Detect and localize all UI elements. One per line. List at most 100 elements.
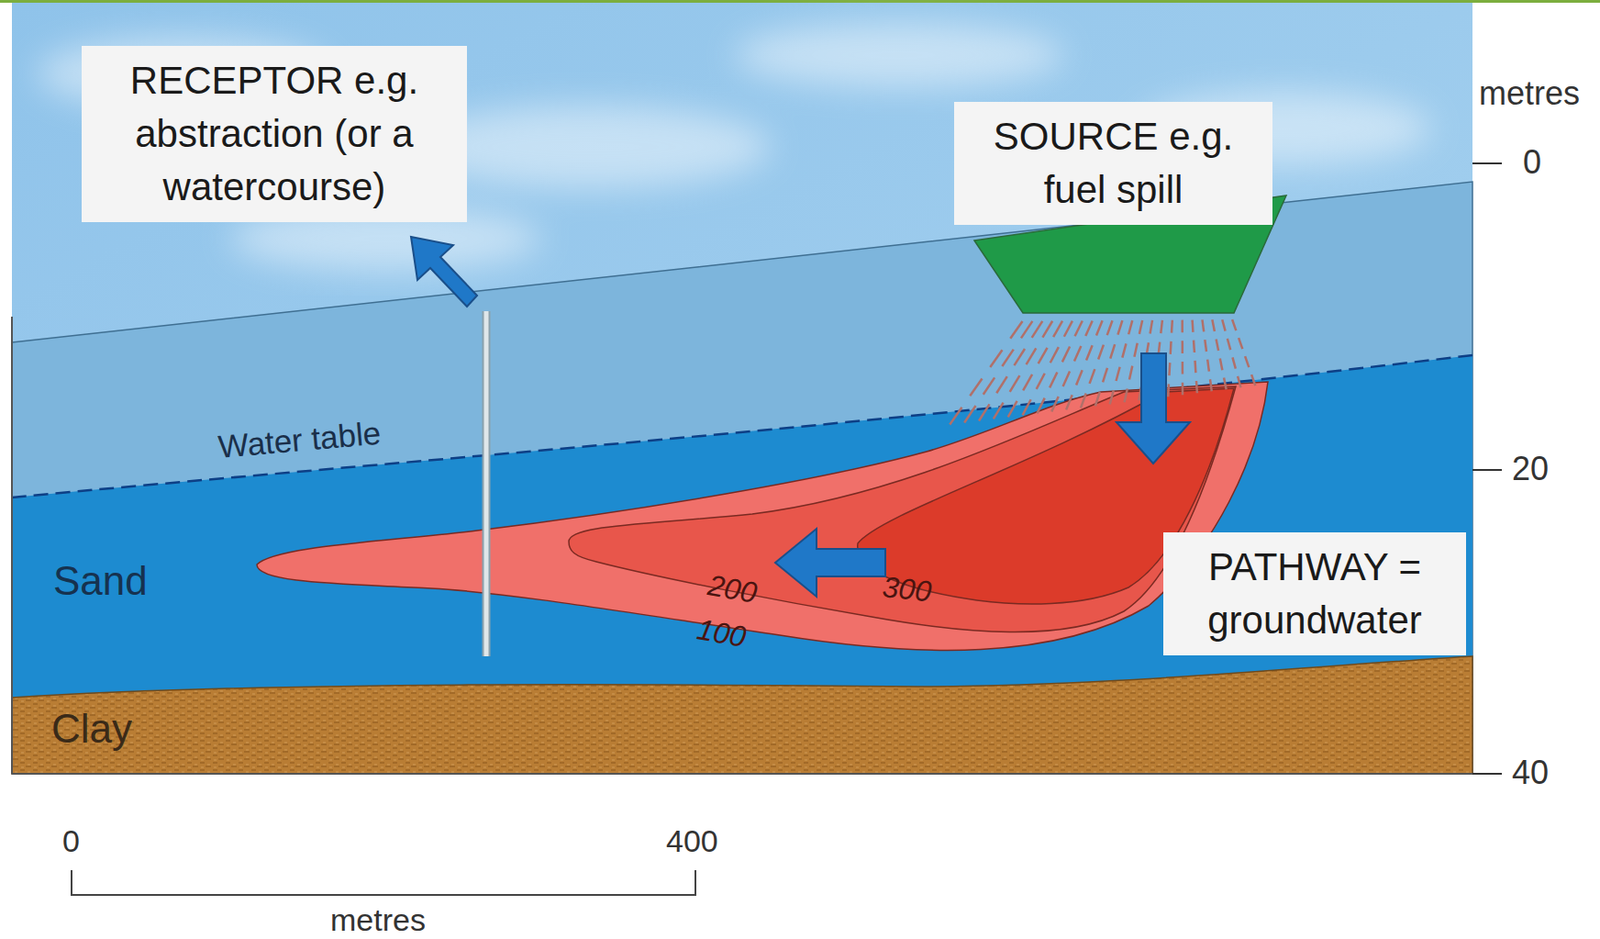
layer-label: Clay: [51, 706, 133, 751]
leak-stroke: [1098, 344, 1104, 360]
leak-stroke: [1051, 396, 1058, 412]
leak-stroke: [1180, 320, 1184, 334]
leak-stroke: [1049, 372, 1057, 389]
leak-stroke: [1238, 337, 1243, 349]
leak-stroke: [1074, 345, 1081, 362]
layer-label: Sand: [53, 558, 148, 603]
leak-hatching: [949, 319, 1256, 424]
abstraction-well-core: [484, 311, 489, 656]
leak-stroke: [996, 376, 1008, 393]
scale-value: 400: [666, 823, 719, 858]
down-arrow: [1116, 353, 1190, 464]
leak-stroke: [1110, 389, 1114, 404]
leak-stroke: [1032, 321, 1044, 338]
leak-stroke: [1193, 360, 1197, 373]
leak-stroke: [1050, 346, 1059, 363]
pathway-box: PATHWAY = groundwater: [1163, 532, 1467, 656]
leak-stroke: [1036, 373, 1045, 389]
leak-stroke: [1216, 338, 1220, 351]
leak-stroke: [1013, 348, 1025, 366]
leak-stroke: [1211, 319, 1215, 332]
depth-tick: 0: [1522, 144, 1542, 181]
sky: [11, 2, 1473, 774]
leak-stroke: [1204, 339, 1207, 352]
leak-stroke: [1220, 358, 1223, 371]
receptor-arrow: [411, 236, 478, 307]
leak-stroke: [1150, 320, 1153, 334]
leak-stroke: [1251, 374, 1256, 386]
leak-stroke: [964, 405, 976, 423]
leak-stroke: [1010, 321, 1023, 339]
box-text: PATHWAY = groundwater: [1176, 540, 1454, 647]
box-text: RECEPTOR e.g. abstraction (or a watercou…: [94, 54, 455, 214]
leak-stroke: [1085, 320, 1092, 336]
box-text: SOURCE e.g. fuel spill: [966, 110, 1260, 217]
depth-tick: 40: [1511, 754, 1549, 791]
leak-stroke: [1167, 362, 1171, 376]
leak-stroke: [1201, 319, 1204, 332]
leak-stroke: [993, 402, 1004, 420]
leak-stroke: [1117, 320, 1123, 335]
leak-stroke: [969, 378, 982, 397]
leak-stroke: [1110, 344, 1115, 359]
leak-stroke: [1042, 321, 1053, 338]
left-edge: [11, 316, 13, 774]
scale-bar: [71, 869, 696, 895]
leak-stroke: [1107, 320, 1113, 335]
leak-stroke: [989, 349, 1002, 367]
leak-stroke: [1063, 370, 1070, 387]
depth-tick: 20: [1511, 450, 1549, 488]
leak-stroke: [1232, 356, 1235, 368]
leak-stroke: [1124, 388, 1128, 402]
leak-stroke: [1128, 320, 1133, 334]
leak-stroke: [1076, 369, 1083, 385]
leak-stroke: [1166, 383, 1170, 397]
leak-stroke: [1133, 343, 1137, 357]
top-rule: [0, 0, 1600, 3]
leak-stroke: [983, 377, 995, 394]
leak-stroke: [1064, 321, 1073, 337]
flow-arrows: [411, 236, 1190, 597]
leak-stroke: [1096, 320, 1103, 335]
leak-stroke: [1192, 340, 1196, 353]
leak-stroke: [1086, 344, 1093, 360]
leak-stroke: [1116, 366, 1121, 381]
leak-stroke: [1022, 399, 1032, 415]
leak-stroke: [1021, 321, 1033, 338]
leak-stroke: [978, 403, 990, 421]
leak-stroke: [1036, 398, 1045, 414]
leak-stroke: [1089, 368, 1096, 384]
leak-stroke: [1022, 374, 1033, 390]
leak-stroke: [1095, 391, 1100, 407]
leak-stroke: [1026, 347, 1037, 365]
clay-layer: [11, 655, 1473, 774]
leak-stroke: [1122, 343, 1126, 357]
contour-value: 100: [694, 612, 749, 654]
leak-stroke: [1038, 347, 1048, 364]
leak-stroke: [1075, 320, 1083, 336]
scale-value: 0: [62, 823, 80, 858]
leak-stroke: [1170, 320, 1174, 334]
leak-stroke: [1066, 394, 1073, 410]
contour-value: 300: [880, 570, 934, 609]
leak-stroke: [1232, 319, 1236, 331]
saturated-sand: [11, 355, 1473, 774]
leak-stroke: [1210, 378, 1212, 391]
leak-stroke: [1207, 359, 1210, 372]
leak-stroke: [1223, 377, 1227, 390]
scale-unit: metres: [330, 902, 426, 937]
base-line: [11, 772, 1473, 775]
contour-value: 200: [705, 568, 760, 610]
left-arrow: [775, 528, 886, 597]
unsaturated-zone: [11, 181, 1473, 774]
leak-stroke: [1102, 367, 1108, 383]
axis-unit: metres: [1478, 75, 1580, 112]
leak-stroke: [1181, 361, 1185, 375]
leak-stroke: [1181, 382, 1185, 396]
leak-stroke: [1139, 320, 1143, 334]
leak-stroke: [1244, 355, 1249, 367]
leak-stroke: [1168, 341, 1172, 355]
leak-stroke: [1053, 321, 1063, 337]
abstraction-well: [482, 311, 491, 656]
leak-stroke: [1129, 366, 1133, 380]
